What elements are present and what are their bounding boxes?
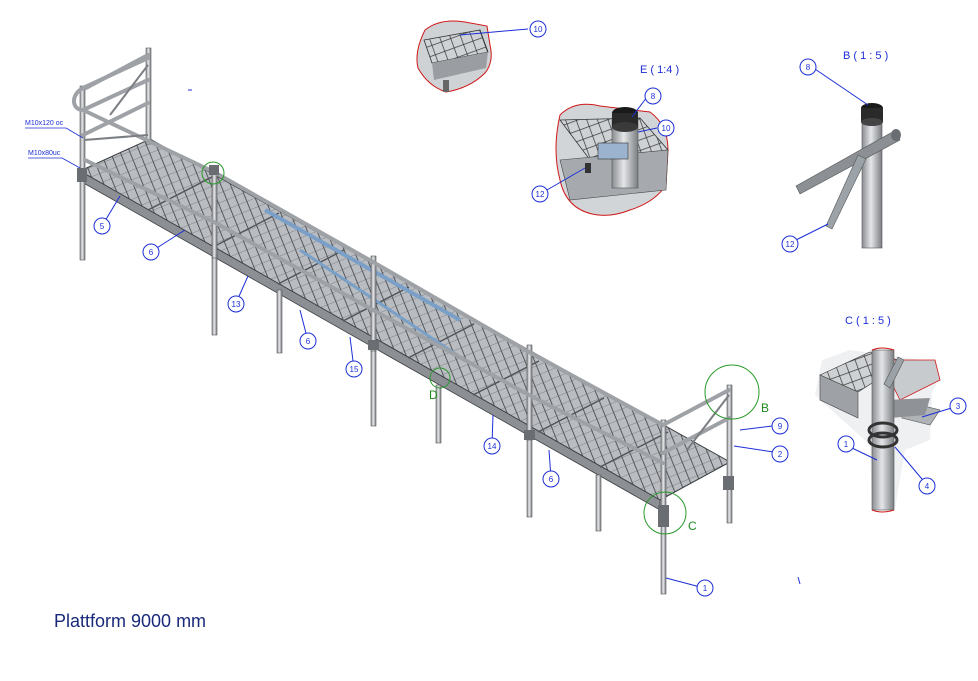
bolt-note-1: M10x120 oc bbox=[25, 120, 64, 127]
detail-view-e: E ( 1:4 ) 8 10 12 bbox=[531, 64, 679, 216]
view-e-title: E ( 1:4 ) bbox=[640, 64, 679, 76]
balloon-13: 13 bbox=[232, 300, 241, 309]
balloon-15: 15 bbox=[350, 365, 359, 374]
marker-c-label: C bbox=[688, 519, 697, 533]
balloon-14: 14 bbox=[488, 442, 497, 451]
detail-view-c: C ( 1 : 5 ) 1 3 4 bbox=[815, 315, 967, 513]
marker-b-label: B bbox=[761, 401, 769, 415]
balloon-6b: 6 bbox=[306, 337, 311, 346]
balloon-b-8: 8 bbox=[806, 63, 811, 72]
balloon-e-8: 8 bbox=[651, 92, 656, 101]
balloon-e-10: 10 bbox=[662, 124, 671, 133]
balloon-c-3: 3 bbox=[956, 402, 961, 411]
balloon-5: 5 bbox=[100, 222, 105, 231]
detail-marker-d bbox=[429, 367, 451, 389]
balloons-main bbox=[93, 195, 789, 597]
balloon-e-12: 12 bbox=[536, 190, 545, 199]
drawing-title: Plattform 9000 mm bbox=[54, 611, 207, 631]
balloon-6a: 6 bbox=[149, 248, 154, 257]
detail-marker-c bbox=[643, 491, 687, 535]
detail-marker-b bbox=[704, 364, 760, 420]
support-legs bbox=[79, 180, 733, 595]
balloon-c-4: 4 bbox=[925, 482, 930, 491]
balloon-9: 9 bbox=[778, 422, 783, 431]
detail-top-fragment: 10 bbox=[416, 20, 547, 93]
balloon-top-10: 10 bbox=[534, 25, 543, 34]
detail-marker-e bbox=[201, 161, 225, 185]
view-c-title: C ( 1 : 5 ) bbox=[845, 315, 891, 327]
detail-view-b: B ( 1 : 5 ) 8 12 bbox=[781, 50, 901, 253]
balloon-1: 1 bbox=[703, 584, 708, 593]
view-b-title: B ( 1 : 5 ) bbox=[843, 50, 888, 62]
balloon-2: 2 bbox=[778, 450, 783, 459]
bolt-note-2: M10x80uc bbox=[28, 150, 61, 157]
platform-main-view: B C D M10x120 oc M10x80uc bbox=[25, 47, 801, 595]
marker-d-label: D bbox=[429, 388, 438, 402]
balloon-c-1: 1 bbox=[844, 440, 849, 449]
balloon-b-12: 12 bbox=[786, 240, 795, 249]
balloon-6c: 6 bbox=[549, 475, 554, 484]
